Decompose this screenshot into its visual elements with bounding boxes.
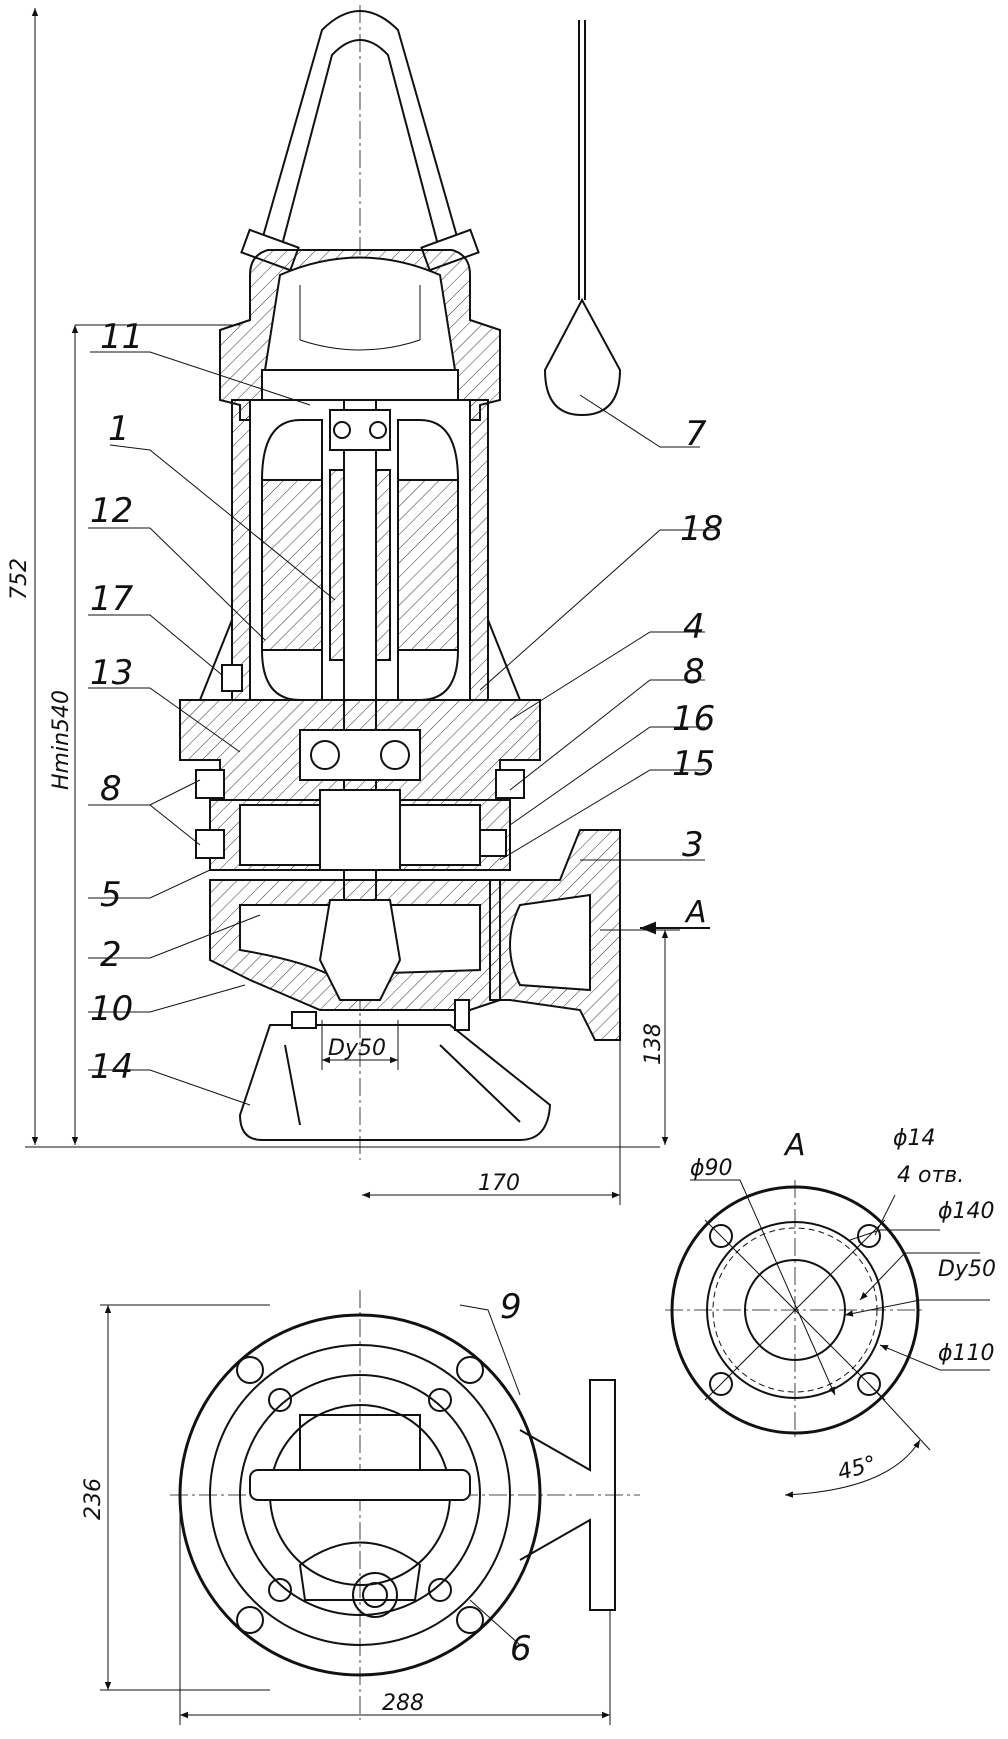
- dim-plan-height: 236: [81, 1478, 106, 1520]
- callout-13: 13: [90, 653, 133, 693]
- leader-lines: [88, 351, 720, 1106]
- flange-hole: [709, 1372, 733, 1396]
- dim-outlet-height: 138: [641, 1023, 666, 1065]
- callout-labels: 11 1 12 17 13 8 5 2 10 14 7 18 4 8 16 15…: [90, 317, 723, 1669]
- lifting-handle: [261, 10, 459, 241]
- callout-10: 10: [90, 989, 133, 1029]
- motor-housing: [231, 399, 251, 701]
- callout-1: 1: [108, 409, 130, 449]
- flange-view-a: [665, 1179, 990, 1498]
- dimension-labels: 752 Hmin540 138 170 Dy50 236 288: [7, 558, 666, 1716]
- dim-hmin: Hmin540: [49, 690, 74, 790]
- callout-8-left: 8: [100, 769, 122, 809]
- callout-7: 7: [685, 414, 707, 454]
- plan-view: [100, 1290, 640, 1725]
- callout-5: 5: [100, 875, 122, 915]
- float-switch: [543, 297, 622, 417]
- callout-9: 9: [500, 1287, 522, 1327]
- callout-18: 18: [680, 509, 723, 549]
- dim-d140: ϕ140: [938, 1199, 995, 1224]
- view-a-title: A: [783, 1128, 806, 1163]
- callout-6: 6: [510, 1629, 532, 1669]
- callout-11: 11: [100, 317, 143, 357]
- callout-15: 15: [672, 744, 715, 784]
- side-plug-right: [495, 769, 525, 799]
- plan-outer-casing: [178, 1313, 542, 1677]
- flange-bore: [744, 1259, 846, 1361]
- dim-inlet-dn: Dy50: [328, 1036, 386, 1061]
- side-plug-left: [195, 769, 225, 799]
- callout-8-right: 8: [683, 652, 705, 692]
- section-view: [25, 5, 720, 1205]
- shaft: [343, 399, 377, 961]
- plan-bolts: [236, 1356, 484, 1634]
- dim-holes: 4 отв.: [897, 1163, 964, 1188]
- callout-3: 3: [682, 825, 704, 865]
- callout-17: 17: [90, 579, 134, 619]
- dim-d14: ϕ14: [893, 1126, 936, 1151]
- dim-dn: Dy50: [938, 1257, 996, 1282]
- section-mark-a: A: [684, 895, 707, 930]
- dim-plan-width: 288: [382, 1691, 424, 1716]
- handle-bar-plan: [249, 1469, 471, 1501]
- dim-d90: ϕ90: [690, 1156, 733, 1181]
- stator: [261, 419, 459, 701]
- flange-hole: [857, 1224, 881, 1248]
- angle-arc: [784, 1439, 921, 1498]
- plan-outlet-flange: [519, 1379, 616, 1611]
- flange-hole: [709, 1224, 733, 1248]
- dim-angle: 45°: [835, 1452, 879, 1486]
- callout-4: 4: [683, 607, 705, 647]
- dim-overall-height: 752: [7, 558, 32, 600]
- impeller: [318, 899, 402, 1001]
- dim-d110: ϕ110: [938, 1341, 995, 1366]
- view-a-labels: A A ϕ90 ϕ14 4 отв. ϕ140 Dy50 ϕ110 45°: [684, 895, 996, 1486]
- dimension-lines: [25, 8, 710, 1205]
- callout-14: 14: [90, 1047, 133, 1087]
- flange-outer: [670, 1185, 920, 1435]
- support-stand: [238, 1024, 552, 1141]
- callout-2: 2: [100, 935, 122, 975]
- dim-outlet-offset: 170: [478, 1171, 520, 1196]
- flange-hole: [857, 1372, 881, 1396]
- upper-bearing: [329, 409, 391, 451]
- flange-pcd: [706, 1221, 884, 1399]
- callout-16: 16: [672, 699, 715, 739]
- callout-12: 12: [90, 491, 133, 531]
- outlet-nozzle-plan: [352, 1572, 398, 1618]
- cable-entry: [221, 664, 243, 692]
